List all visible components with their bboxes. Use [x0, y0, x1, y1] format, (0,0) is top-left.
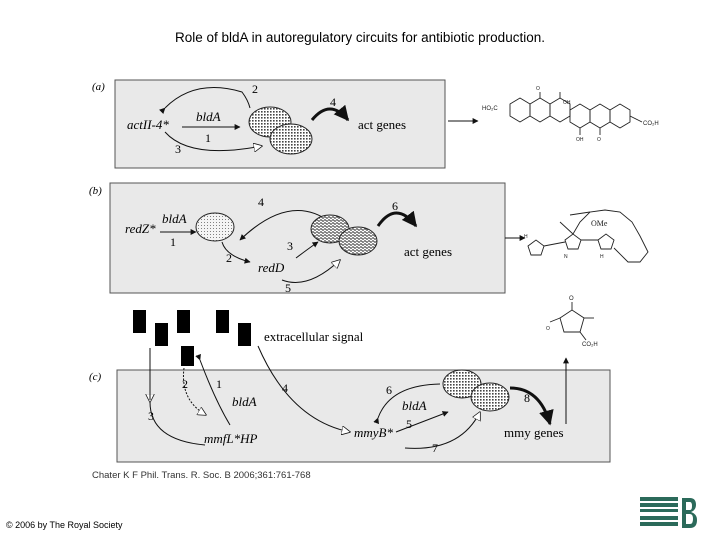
signal-molecule [238, 323, 251, 346]
regulatory-circuit-figure: (a) actII-4* bldA 1 2 3 4 act genes HO₂C… [89, 79, 659, 463]
panel-c-target: mmy genes [504, 425, 564, 440]
panel-a-protein-dimer [269, 123, 313, 155]
panel-a-step-1: 1 [205, 131, 211, 145]
panel-a-target: act genes [358, 117, 406, 132]
signal-molecule [155, 323, 168, 346]
panel-c-regulator-left: bldA [232, 394, 257, 409]
panel-c-step-1: 1 [216, 377, 222, 391]
panel-a-feedback-3 [164, 131, 262, 151]
panel-c-signal-arrow-4 [257, 345, 350, 432]
panel-c-mmyr-monomer [442, 369, 482, 399]
panel-c: (c) extracellular signal 3 2 1 bldA mmfL… [89, 296, 611, 463]
panel-c-step-8: 8 [524, 391, 530, 405]
panel-b-step-2: 2 [226, 251, 232, 265]
svg-text:O: O [569, 296, 574, 302]
panel-b-activation-2 [221, 241, 251, 264]
undecylprodigiosin-structure: H N H OMe [524, 209, 649, 263]
panel-a-regulator: bldA [196, 109, 221, 124]
panel-b-step-4: 4 [258, 195, 264, 209]
panel-c-step-5: 5 [406, 417, 412, 431]
panel-b-feedback-5 [281, 260, 340, 283]
panel-a: (a) actII-4* bldA 1 2 3 4 act genes HO₂C… [92, 79, 659, 169]
panel-c-gene-left: mmfL*HP [204, 431, 258, 446]
methylenomycin-structure: O O CO₂H [546, 296, 598, 348]
panel-c-regulator-right: bldA [402, 398, 427, 413]
panel-b-redd-dimer [338, 226, 378, 256]
panel-c-step-6-arrow [373, 383, 441, 425]
panel-b-label: (b) [89, 185, 102, 197]
panel-a-loop-2 [159, 87, 251, 114]
panel-b-step-3: 3 [287, 239, 293, 253]
signal-molecule [216, 310, 229, 333]
panel-b-regulator: bldA [162, 211, 187, 226]
svg-text:O: O [536, 86, 540, 92]
signal-molecule [181, 346, 194, 366]
svg-text:O: O [546, 326, 550, 332]
panel-b-target-gene: redD [258, 260, 285, 275]
svg-text:CO₂H: CO₂H [643, 121, 659, 127]
panel-b-redz-protein [195, 212, 235, 242]
slide-title: Role of bldA in autoregulatory circuits … [175, 30, 545, 45]
panel-c-activation-arrow-8 [509, 386, 554, 426]
panel-b: (b) redZ* bldA 1 2 redD 4 3 5 6 act gene… [89, 182, 649, 295]
panel-c-step-5-arrow [395, 411, 449, 433]
svg-text:N: N [564, 254, 568, 260]
panel-c-step-7: 7 [432, 441, 438, 455]
svg-text:O: O [597, 137, 601, 143]
panel-c-label: (c) [89, 371, 102, 383]
svg-text:H: H [524, 234, 528, 240]
panel-c-feedback-7 [404, 412, 480, 449]
panel-b-box [109, 182, 506, 294]
structure-ome-label: OMe [591, 219, 608, 228]
panel-c-gene-right: mmyB* [354, 425, 393, 440]
panel-a-step-4: 4 [330, 95, 336, 109]
panel-a-label: (a) [92, 81, 105, 93]
royal-society-journal-logo [640, 496, 698, 530]
panel-b-activation-arrow-6 [376, 210, 418, 228]
citation: Chater K F Phil. Trans. R. Soc. B 2006;3… [92, 470, 311, 481]
svg-text:H: H [600, 254, 604, 260]
panel-b-translation-3 [295, 241, 319, 259]
svg-text:CO₂H: CO₂H [582, 342, 598, 348]
panel-a-step-3: 3 [175, 142, 181, 156]
svg-text:OH: OH [576, 137, 584, 143]
panel-c-step-1-arrow [195, 353, 231, 426]
panel-c-step-4: 4 [282, 381, 288, 395]
svg-text:HO₂C: HO₂C [482, 106, 498, 112]
panel-c-step-2-arrow [182, 367, 206, 415]
panel-c-box [116, 369, 611, 463]
panel-c-step-3: 3 [148, 409, 154, 423]
panel-b-step-1: 1 [170, 235, 176, 249]
panel-c-mmyr-dimer [470, 382, 510, 412]
signal-molecule [133, 310, 146, 333]
panel-a-activation-arrow-4 [310, 104, 350, 122]
panel-c-step-2: 2 [182, 377, 188, 391]
panel-b-step-6: 6 [392, 199, 398, 213]
panel-c-signal-label: extracellular signal [264, 329, 364, 344]
panel-b-gene: redZ* [125, 221, 156, 236]
panel-a-step-2: 2 [252, 82, 258, 96]
panel-a-gene: actII-4* [127, 117, 169, 132]
panel-c-signal-export-3 [150, 402, 206, 446]
actinorhodin-structure: HO₂C O OH OH O CO₂H [482, 86, 659, 143]
signal-molecules [133, 310, 251, 366]
panel-b-step-5: 5 [285, 281, 291, 295]
panel-b-output: act genes [404, 244, 452, 259]
copyright: © 2006 by The Royal Society [6, 520, 123, 530]
panel-c-step-6: 6 [386, 383, 392, 397]
signal-molecule [177, 310, 190, 333]
svg-text:OH: OH [563, 100, 571, 106]
